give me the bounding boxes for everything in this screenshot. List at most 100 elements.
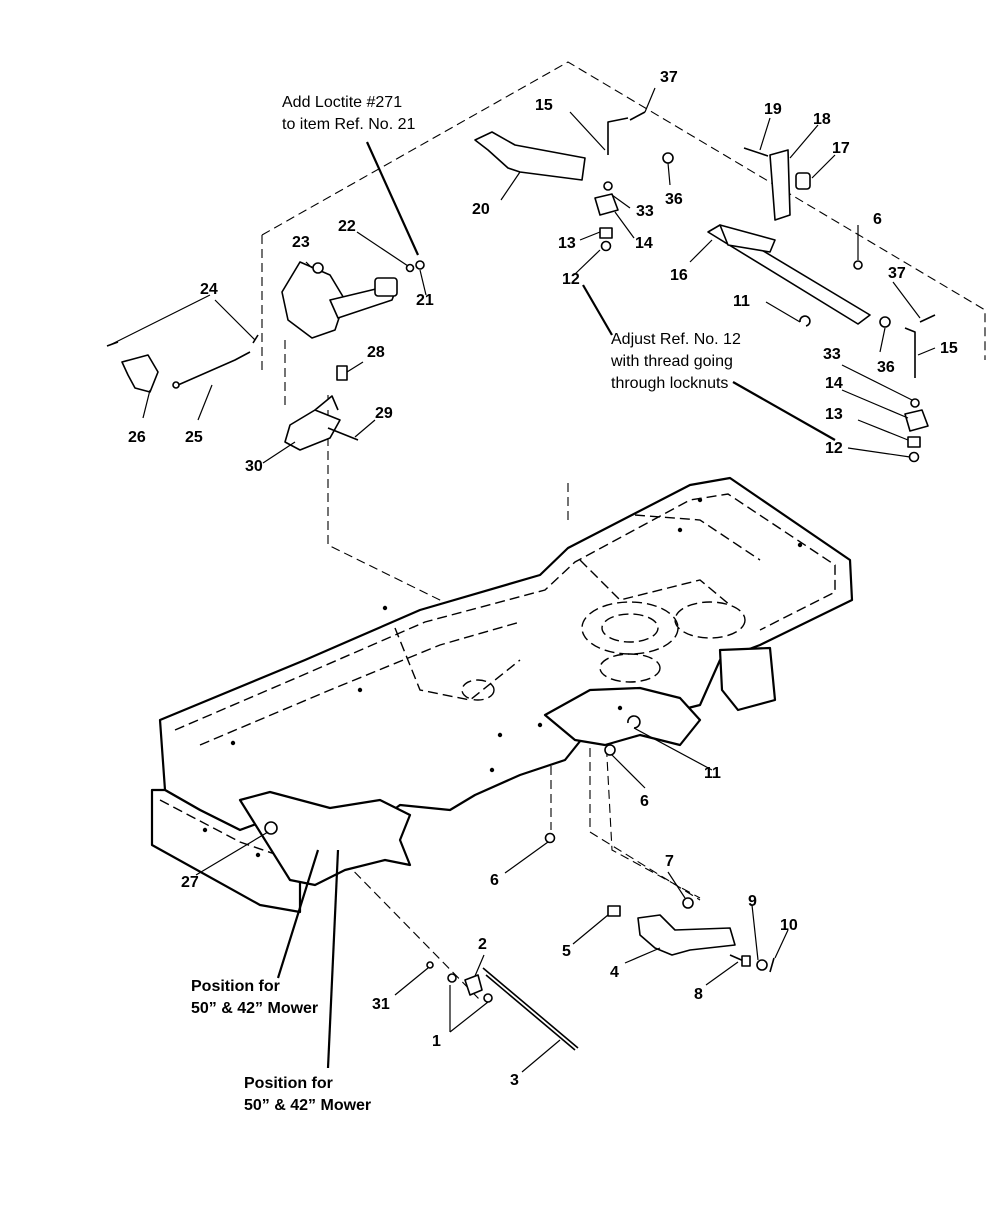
callout-25: 25 (185, 429, 203, 446)
part-33-nut-upper (603, 181, 613, 191)
callout-27: 27 (181, 874, 199, 891)
part-11-clip-upper (799, 315, 811, 327)
note-adjust-line-2: with thread going (610, 353, 733, 370)
callout-3: 3 (510, 1072, 519, 1089)
callout-14-lower: 14 (825, 375, 843, 392)
part-3-rod (482, 967, 579, 1051)
chassis-frame (150, 476, 854, 914)
part-11-clip-lower (627, 715, 641, 729)
callout-23: 23 (292, 234, 310, 251)
part-19-bolt (743, 147, 769, 157)
callout-21: 21 (416, 292, 434, 309)
part-28-bolt (336, 365, 348, 381)
note-mower-a-line-1: Position for (191, 978, 280, 995)
callout-10: 10 (780, 917, 798, 934)
callout-11-lower: 11 (704, 765, 721, 782)
part-26-bracket (121, 354, 159, 393)
part-12-locknut-upper (600, 240, 612, 252)
part-21-nut (415, 260, 425, 270)
callout-24: 24 (200, 281, 218, 298)
callout-29: 29 (375, 405, 393, 422)
part-12-locknut-lower (908, 451, 920, 463)
callout-9: 9 (748, 893, 757, 910)
note-loctite-line-2: to item Ref. No. 21 (282, 116, 415, 133)
note-mower-a-line-2: 50” & 42” Mower (191, 1000, 318, 1017)
part-6-nut-upper (853, 260, 863, 270)
callout-22: 22 (338, 218, 356, 235)
part-6-nut-lower (544, 832, 556, 844)
callout-19: 19 (764, 101, 782, 118)
part-2-pivot (464, 974, 483, 996)
callout-5: 5 (562, 943, 571, 960)
part-37-pin-upper (629, 111, 646, 121)
callout-12-lower: 12 (825, 440, 843, 457)
part-4-bracket (637, 914, 736, 956)
part-27-nut (264, 821, 278, 835)
callout-8: 8 (694, 986, 703, 1003)
callout-16: 16 (670, 267, 688, 284)
part-23-actuator (281, 261, 398, 339)
part-13-spacer-upper (599, 227, 613, 239)
part-14-block-upper (594, 193, 619, 216)
callout-37-lower: 37 (888, 265, 906, 282)
callout-33-lower: 33 (823, 346, 841, 363)
callout-28: 28 (367, 344, 385, 361)
callout-20: 20 (472, 201, 490, 218)
callout-15-upper: 15 (535, 97, 553, 114)
callout-labels: 37 15 20 33 14 13 12 36 19 18 17 16 6 37… (128, 69, 958, 1089)
part-22-washer (405, 263, 415, 273)
note-mower-b-line-1: Position for (244, 1075, 333, 1092)
part-7-washer (682, 897, 694, 909)
callout-7: 7 (665, 853, 674, 870)
part-20-bracket (474, 131, 586, 181)
callout-14-upper: 14 (635, 235, 653, 252)
part-36-washer-upper (662, 152, 674, 164)
callout-1: 1 (432, 1033, 441, 1050)
note-mower-position-b: Position for 50” & 42” Mower (244, 1075, 371, 1114)
part-15-rod-lower (904, 327, 916, 378)
part-37-pin-lower (919, 314, 936, 323)
note-mower-b-line-2: 50” & 42” Mower (244, 1097, 371, 1114)
callout-37-upper: 37 (660, 69, 678, 86)
callout-13-upper: 13 (558, 235, 576, 252)
callout-36-upper: 36 (665, 191, 683, 208)
part-29-bolt (327, 427, 359, 441)
part-17-spacer (795, 172, 811, 190)
part-5-bolt (607, 905, 621, 917)
callout-17: 17 (832, 140, 850, 157)
part-6-nut-mid (604, 744, 616, 756)
note-adjust: Adjust Ref. No. 12 with thread going thr… (610, 331, 741, 392)
note-loctite-line-1: Add Loctite #271 (282, 94, 402, 111)
part-30-bracket (284, 395, 341, 451)
callout-31: 31 (372, 996, 390, 1013)
callout-36-lower: 36 (877, 359, 895, 376)
part-24-clip (106, 334, 259, 347)
part-36-washer-lower (879, 316, 891, 328)
callout-15-lower: 15 (940, 340, 958, 357)
part-8-pin (729, 954, 751, 967)
part-15-rod-upper (607, 117, 629, 155)
note-adjust-line-1: Adjust Ref. No. 12 (611, 331, 741, 348)
part-14-block-lower (904, 409, 929, 432)
part-31-bolt (426, 961, 434, 969)
note-adjust-line-3: through locknuts (611, 375, 728, 392)
callout-12-upper: 12 (562, 271, 580, 288)
part-9-washer (756, 959, 768, 971)
callout-6-mid: 6 (640, 793, 649, 810)
callout-13-lower: 13 (825, 406, 843, 423)
callout-18: 18 (813, 111, 831, 128)
note-loctite: Add Loctite #271 to item Ref. No. 21 (282, 94, 415, 133)
part-33-nut-lower (910, 398, 920, 408)
callout-6-lower: 6 (490, 872, 499, 889)
note-mower-position-a: Position for 50” & 42” Mower (191, 978, 318, 1017)
part-10-clip (769, 957, 775, 973)
part-1-washers (447, 973, 493, 1003)
callout-33-upper: 33 (636, 203, 654, 220)
leader-lines (109, 87, 936, 1073)
part-13-spacer-lower (907, 436, 921, 448)
callout-30: 30 (245, 458, 263, 475)
callout-6-upper: 6 (873, 211, 882, 228)
callout-11-upper: 11 (733, 293, 750, 310)
part-18-plate (769, 149, 791, 221)
